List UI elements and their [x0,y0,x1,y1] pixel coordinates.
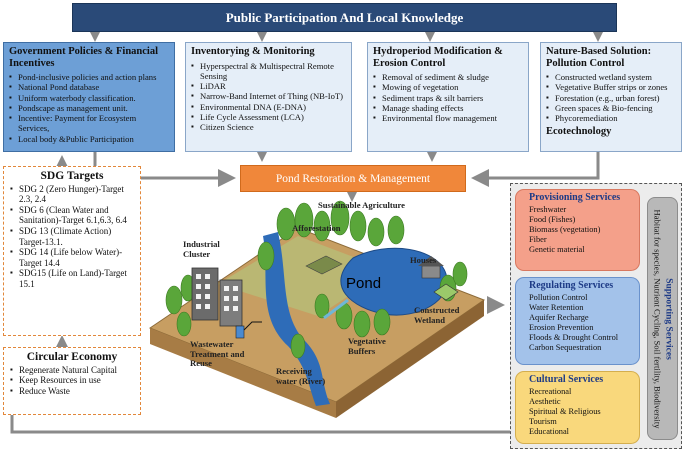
vegetative-buffers-label: Vegetative Buffers [348,336,386,356]
circular-list: Regenerate Natural Capital Keep Resource… [10,365,134,397]
supporting-services-text-block: Supporting Services Habitat for species,… [652,201,674,437]
inventory-item: Narrow-Band Internet of Thing (NB-IoT) [191,91,346,102]
cultural-item: Tourism [529,417,557,426]
regulating-item: Aquifer Recharge [529,313,589,322]
public-participation-banner: Public Participation And Local Knowledge [72,3,617,32]
nbs-item: Phycoremediation [546,113,676,124]
treatment-pipe [243,321,262,331]
policy-box: Government Policies & Financial Incentiv… [3,42,175,152]
ecotechnology-label: Ecotechnology [546,126,612,138]
sdg-item: SDG 13 (Climate Action) Target-13.1. [10,226,134,247]
hydroperiod-box: Hydroperiod Modification & Erosion Contr… [367,42,529,152]
pond-label: Pond [346,275,381,292]
policy-item: Incentive: Payment for Ecosystem Service… [9,113,169,134]
inventory-list: Hyperspectral & Multispectral Remote Sen… [191,61,346,133]
sdg-item: SDG 14 (Life below Water)-Target 14.4 [10,247,134,268]
sustainable-agriculture-label: Sustainable Agriculture [318,200,405,210]
sdg-item: SDG15 (Life on Land)-Target 15.1 [10,268,134,289]
supporting-services-box: Supporting Services Habitat for species,… [647,197,678,440]
provisioning-item: Genetic material [529,245,585,254]
inventory-item: Hyperspectral & Multispectral Remote Sen… [191,61,346,82]
regulating-item: Floods & Drought Control [529,333,619,342]
provisioning-item: Biomass (vegetation) [529,225,601,234]
hydroperiod-list: Removal of sediment & sludge Mowing of v… [373,72,523,124]
regulating-item: Water Retention [529,303,584,312]
cultural-item: Educational [529,427,569,436]
circular-economy-title: Circular Economy [26,351,118,363]
inventory-item: LiDAR [191,81,346,92]
regulating-item: Carbon Sequestration [529,343,602,352]
river [263,232,330,406]
circular-item: Reduce Waste [10,386,134,397]
inventory-box: Inventorying & Monitoring Hyperspectral … [185,42,352,152]
policy-item: Uniform waterbody classification. [9,93,169,104]
cultural-item: Recreational [529,387,572,396]
circular-economy-box: Circular Economy Regenerate Natural Capi… [3,347,141,415]
wastewater-treatment-label: Wastewater Treatment and Reuse [190,339,245,369]
policy-item: Pondscape as management unit. [9,103,169,114]
provisioning-services-box: Provisioning Services Freshwater Food (F… [515,189,640,271]
constructed-wetland-label: Constructed Wetland [414,305,460,325]
inventory-item: Environmental DNA (E-DNA) [191,102,346,113]
nature-based-solution-box: Nature-Based Solution: Pollution Control… [540,42,682,152]
afforestation-label: Afforestation [292,223,341,233]
policy-item: Pond-inclusive policies and action plans [9,72,169,83]
sdg-item: SDG 6 (Clean Water and Sanitation)-Targe… [10,205,134,226]
farm-plot [305,255,343,275]
provisioning-item: Food (Fishes) [529,215,576,224]
regulating-item: Pollution Control [529,293,588,302]
hydroperiod-item: Environmental flow management [373,113,523,124]
inventory-box-title: Inventorying & Monitoring [191,46,315,57]
sdg-title: SDG Targets [40,170,104,182]
sdg-list: SDG 2 (Zero Hunger)-Target 2.3, 2.4 SDG … [10,184,134,290]
provisioning-title: Provisioning Services [529,192,621,203]
cultural-services-box: Cultural Services Recreational Aesthetic… [515,371,640,444]
hydroperiod-item: Manage shading effects [373,103,523,114]
nbs-item: Forestation (e.g., urban forest) [546,93,676,104]
receiving-water-label: Receiving water (River) [276,366,326,386]
policy-list: Pond-inclusive policies and action plans… [9,72,169,144]
sdg-item: SDG 2 (Zero Hunger)-Target 2.3, 2.4 [10,184,134,205]
nbs-item: Vegetative Buffer strips or zones [546,82,676,93]
hydroperiod-item: Mowing of vegetation [373,82,523,93]
inventory-item: Citizen Science [191,122,346,133]
provisioning-item: Fiber [529,235,547,244]
cultural-item: Spiritual & Religious [529,407,601,416]
regulating-item: Erosion Prevention [529,323,594,332]
hydroperiod-item: Removal of sediment & sludge [373,72,523,83]
policy-item: Local body &Public Participation [9,134,169,145]
houses-label: Houses [410,255,437,265]
regulating-services-box: Regulating Services Pollution Control Wa… [515,277,640,365]
vegetative-buffer-strip [323,298,349,320]
inventory-item: Life Cycle Assessment (LCA) [191,112,346,123]
sdg-targets-box: SDG Targets SDG 2 (Zero Hunger)-Target 2… [3,166,141,336]
provisioning-item: Freshwater [529,205,567,214]
pond-restoration-bar: Pond Restoration & Management [240,165,466,192]
nbs-item: Green spaces & Bio-fencing [546,103,676,114]
constructed-wetland-cell [433,283,459,301]
industrial-cluster-label: Industrial Cluster [183,239,220,259]
hydroperiod-item: Sediment traps & silt barriers [373,93,523,104]
cultural-item: Aesthetic [529,397,561,406]
nbs-list: Constructed wetland system Vegetative Bu… [546,72,676,124]
supporting-services-title: Supporting Services [663,277,673,360]
industrial-buildings [191,267,243,327]
land-side [336,300,484,418]
pond-landscape-illustration: Pond [148,200,486,418]
supporting-services-text: Habitat for species, Nutrient Cycling, S… [652,208,663,429]
circular-item: Keep Resources in use [10,375,134,386]
nbs-item: Constructed wetland system [546,72,676,83]
policy-box-title: Government Policies & Financial Incentiv… [9,46,159,69]
land-front [150,328,336,418]
hydroperiod-box-title: Hydroperiod Modification & Erosion Contr… [373,46,503,69]
grass-area [218,236,388,316]
treatment-unit [235,325,245,339]
nbs-box-title: Nature-Based Solution: Pollution Control [546,46,652,69]
policy-item: National Pond database [9,82,169,93]
house [418,256,444,279]
regulating-title: Regulating Services [529,280,614,291]
cultural-title: Cultural Services [529,374,604,385]
circular-item: Regenerate Natural Capital [10,365,134,376]
